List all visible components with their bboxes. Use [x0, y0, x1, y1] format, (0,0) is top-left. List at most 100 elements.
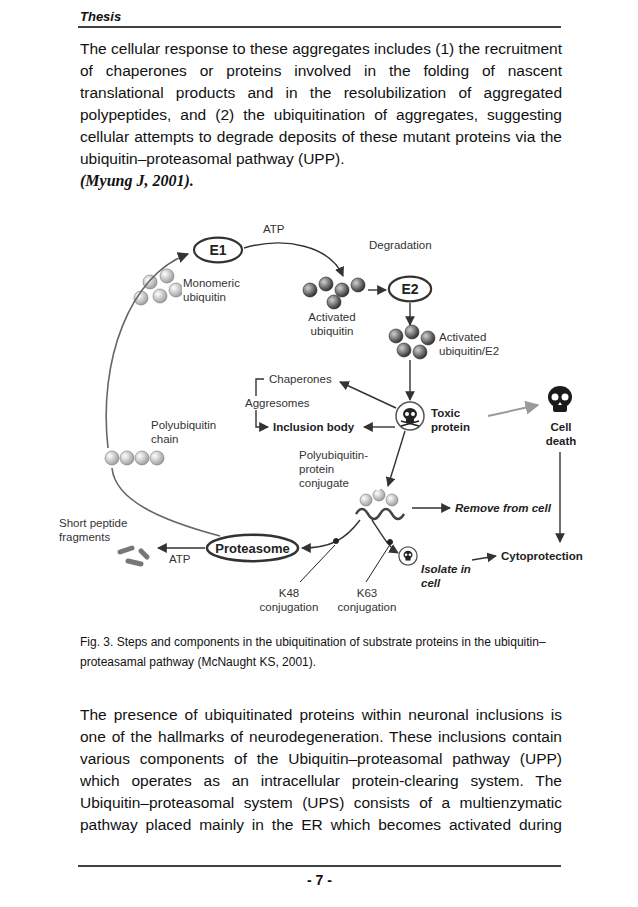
ubiquitin-e2-spheres-part [413, 345, 427, 359]
conjugate-illustration-part [356, 509, 404, 519]
toxic-protein-skull-part [401, 421, 419, 426]
toxic-protein-skull-part [401, 421, 419, 426]
peptide-fragments-part [120, 548, 132, 552]
pathway-arrows-part [158, 547, 205, 548]
polyubiquitin-chain-spheres-part [135, 451, 149, 465]
pathway-arrows-part [388, 431, 405, 486]
polyubiquitin-chain-spheres-part [105, 451, 119, 465]
activated-ubiquitin-spheres-part [335, 283, 349, 297]
peptide-fragments-part [128, 561, 141, 564]
peptide-fragments-part [141, 551, 147, 557]
pathway-arrows-part [244, 243, 343, 276]
isolate-skull-part [405, 553, 408, 556]
figure-caption: Fig. 3. Steps and components in the ubiq… [80, 632, 562, 672]
monomeric-ubiquitin-spheres [134, 269, 183, 305]
conjugation-markers-part [366, 546, 389, 582]
pathway-arrows [158, 243, 560, 560]
monomeric-ubiquitin-spheres-part [153, 289, 167, 303]
cell-death-arrow-part [488, 405, 538, 416]
response-label: Inclusion body [272, 420, 355, 434]
cell-death-skull-part [562, 394, 569, 401]
monomeric-ubiquitin-spheres-part [160, 269, 174, 283]
header-rule-part [78, 26, 561, 28]
running-header: Thesis [80, 9, 121, 24]
activated-ubiquitin-spheres-part [319, 277, 333, 291]
isolate-skull-part [399, 547, 417, 565]
atp-label: ATP [262, 222, 286, 236]
molecule-label: Monomeric ubiquitin [182, 276, 254, 304]
toxic-protein-skull [396, 402, 424, 430]
ellipse-shape [389, 277, 431, 302]
pathway-arrows-part [409, 303, 410, 325]
conjugate-illustration [356, 489, 404, 519]
cell-death-skull-part [553, 404, 567, 412]
activated-ubiquitin-spheres-part [327, 295, 341, 309]
monomeric-ubiquitin-spheres-part [169, 283, 183, 297]
ubiquitin-e2-spheres-part [405, 325, 419, 339]
pathway-arrows-part [372, 520, 398, 553]
pathway-arrows-part [340, 382, 396, 408]
footer-rule [78, 866, 561, 867]
outcome-label: Remove from cell [454, 501, 552, 515]
polyubiquitin-chain-spheres-part [120, 451, 134, 465]
ellipse-shape [194, 238, 242, 263]
conjugate-illustration-part [386, 494, 398, 506]
pathway-arrows-part [472, 556, 496, 560]
body-paragraph: The presence of ubiquitinated proteins w… [80, 704, 562, 836]
activated-ubiquitin-spheres-part [303, 283, 317, 297]
text-column: The cellular response to these aggregate… [80, 38, 562, 192]
ubiquitin-e2-spheres-part [397, 343, 411, 357]
conjugation-markers-part [388, 540, 393, 545]
cell-death-skull-part [548, 386, 572, 408]
pathway-arrows-part [302, 520, 360, 548]
conjugate-illustration-part [373, 489, 385, 501]
activated-ubiquitin-spheres [303, 277, 365, 309]
toxic-protein-skull-part [405, 412, 409, 416]
footer-rule-part [78, 865, 561, 867]
response-label: Aggresomes [244, 396, 311, 410]
conjugation-markers-part [334, 539, 339, 544]
isolate-skull [399, 547, 417, 565]
outcome-label: Cytoprotection [500, 549, 584, 563]
conjugation-markers-part [300, 545, 335, 582]
toxic-label: Toxic protein [430, 406, 486, 434]
polyubiquitin-chain-spheres-part [150, 451, 164, 465]
isolate-skull-part [409, 553, 412, 556]
conjugation-markers [300, 539, 393, 583]
pathway-arrows-part [368, 289, 386, 290]
pathway-arrows-part [559, 452, 560, 542]
outcome-label: Cell death [536, 420, 586, 448]
molecule-label: Activated ubiquitin [296, 310, 368, 338]
cell-death-skull [548, 386, 572, 412]
molecule-label: Polyubiquitin-protein conjugate [298, 448, 380, 490]
node-label: E1 [209, 242, 226, 258]
molecule-label: Polyubiquitin chain [150, 418, 227, 446]
header-rule [78, 27, 561, 28]
node-label: E2 [401, 281, 418, 297]
linkage-label: K63 conjugation [330, 586, 404, 614]
toxic-protein-skull-part [396, 402, 424, 430]
polyubiquitin-chain-spheres [105, 451, 164, 465]
enzyme-ellipse: E1 [193, 236, 243, 264]
pathway-arrows-part [364, 426, 395, 427]
enzyme-ellipse: E2 [388, 275, 432, 303]
body-paragraph: The cellular response to these aggregate… [80, 38, 562, 170]
step-label: Degradation [368, 238, 433, 252]
outcome-label: Isolate in cell [420, 562, 472, 590]
ubiquitin-e2-spheres-part [389, 329, 403, 343]
pathway-arrows-part [412, 507, 450, 508]
response-label: Chaperones [268, 372, 333, 386]
pathway-arrows-part [409, 360, 410, 400]
cell-death-arrow [488, 405, 538, 416]
isolate-skull-part [405, 557, 410, 560]
page-number: - 7 - [307, 872, 332, 888]
ubiquitin-e2-spheres-part [421, 331, 435, 345]
product-label: Short peptide fragments [58, 516, 150, 544]
cell-death-skull-part [558, 402, 562, 405]
linkage-label: K48 conjugation [252, 586, 326, 614]
atp-label: ATP [168, 552, 192, 566]
node-label: Proteasome [215, 541, 289, 556]
enzyme-ellipse: Proteasome [205, 533, 300, 563]
activated-ubiquitin-spheres-part [351, 278, 365, 292]
peptide-fragments [120, 548, 147, 564]
